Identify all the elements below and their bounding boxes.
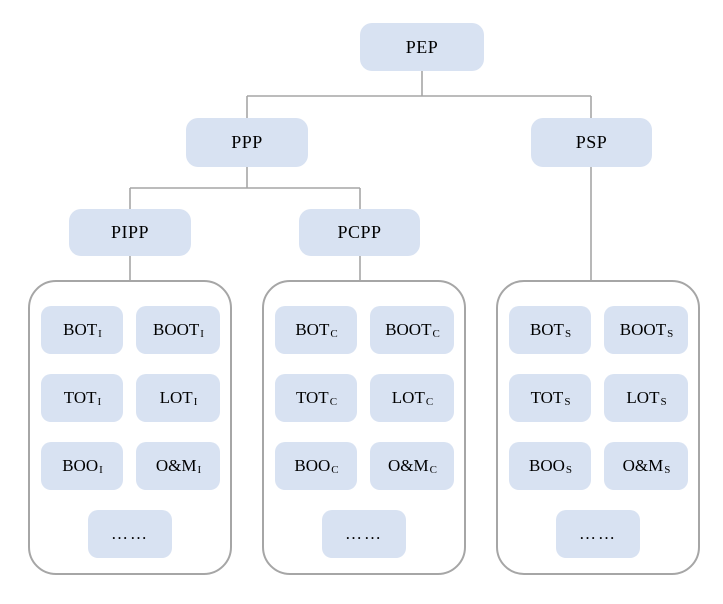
cell-ellipsis: …… (88, 510, 172, 558)
cell-label: BOOT (153, 320, 200, 339)
cell-label: O&M (388, 456, 429, 475)
node-pep: PEP (360, 23, 484, 71)
cell-subscript: I (200, 327, 204, 340)
cell-subscript: S (564, 327, 572, 340)
cell-subscript: I (193, 395, 198, 408)
cell-subscript: I (97, 395, 102, 408)
cell-label: O&M (622, 456, 664, 475)
cell-subscript: S (660, 395, 667, 408)
cell-label: TOT (295, 388, 329, 407)
cell-subscript: S (565, 463, 573, 476)
cell-label: BOO (62, 456, 99, 475)
cell-label: BOOT (619, 320, 667, 339)
cell-ellipsis: …… (322, 510, 406, 558)
cell-label: …… (111, 524, 149, 543)
cell-ellipsis: …… (556, 510, 640, 558)
cell-subscript: S (667, 327, 674, 340)
node-ppp: PPP (186, 118, 308, 167)
cell-subscript: C (432, 327, 440, 340)
cell-label: BOOT (385, 320, 432, 339)
cell-label: BOO (294, 456, 331, 475)
cell-subscript: I (197, 463, 202, 476)
cell-subscript: C (425, 395, 434, 408)
cell-label: …… (345, 524, 383, 543)
node-pcpp: PCPP (299, 209, 420, 256)
node-psp: PSP (531, 118, 652, 167)
cell-label: BOO (528, 456, 565, 475)
cell-label: BOT (295, 320, 330, 339)
cell-label: BOT (529, 320, 564, 339)
cell-label: …… (579, 524, 617, 543)
cell-label: LOT (626, 388, 660, 407)
cell-subscript: C (429, 463, 437, 476)
cell-label: LOT (159, 388, 193, 407)
cell-subscript: I (98, 327, 102, 340)
cell-label: BOT (63, 320, 98, 339)
cell-label: O&M (155, 456, 197, 475)
cell-subscript: S (564, 395, 571, 408)
cell-subscript: S (664, 463, 671, 476)
cell-label: LOT (391, 388, 425, 407)
cell-label: TOT (63, 388, 97, 407)
cell-subscript: C (329, 395, 338, 408)
cell-subscript: C (330, 327, 338, 340)
node-pipp: PIPP (69, 209, 191, 256)
cell-label: TOT (530, 388, 564, 407)
cell-subscript: I (99, 463, 103, 476)
cell-subscript: C (331, 463, 339, 476)
